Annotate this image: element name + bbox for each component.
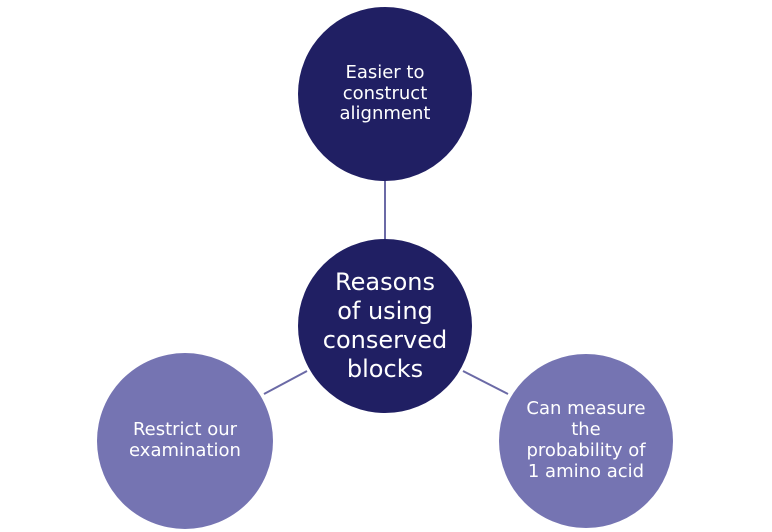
- node-measure-probability: Can measure the probability of 1 amino a…: [499, 354, 673, 528]
- node-easier-alignment: Easier to construct alignment: [298, 7, 472, 181]
- center-node-reasons: Reasons of using conserved blocks: [298, 239, 472, 413]
- connector-right: [462, 370, 509, 395]
- connector-left: [263, 370, 308, 395]
- node-restrict-examination-label: Restrict our examination: [129, 419, 241, 461]
- node-measure-probability-label: Can measure the probability of 1 amino a…: [526, 398, 646, 482]
- node-restrict-examination: Restrict our examination: [97, 353, 273, 529]
- node-easier-alignment-label: Easier to construct alignment: [339, 61, 431, 125]
- center-node-label: Reasons of using conserved blocks: [322, 268, 448, 383]
